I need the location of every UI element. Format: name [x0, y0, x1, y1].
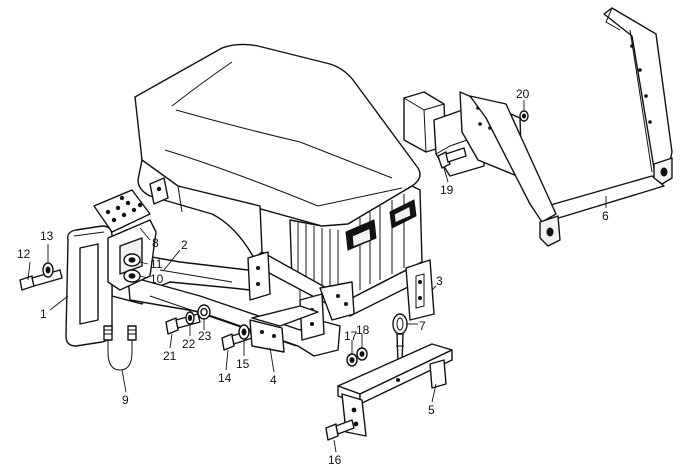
- callout-7: 7: [419, 319, 426, 333]
- callout-15: 15: [236, 357, 250, 371]
- nut-20: [519, 110, 529, 122]
- tractor-hood: [134, 43, 423, 317]
- bolt-19: [437, 147, 467, 169]
- lower-drawbar: [337, 343, 453, 437]
- callout-13: 13: [40, 229, 54, 243]
- leader-lines: [27, 100, 607, 453]
- rear-bracket: [405, 259, 435, 321]
- callout-11: 11: [150, 257, 163, 271]
- nut-18: [356, 347, 368, 361]
- bolt-12: [19, 269, 63, 291]
- callout-14: 14: [218, 371, 232, 385]
- callout-17: 17: [344, 329, 358, 343]
- callout-21: 21: [163, 349, 177, 363]
- callout-10: 10: [150, 272, 164, 286]
- nut-17: [346, 353, 358, 367]
- bolt-16: [325, 419, 355, 441]
- callout-1: 1: [40, 307, 47, 321]
- hitch-pin: [392, 313, 408, 363]
- nut-11: [123, 253, 141, 267]
- u-bolt: [103, 325, 137, 371]
- washer-22: [185, 311, 195, 325]
- callout-9: 9: [122, 393, 129, 407]
- washer-15: [238, 324, 250, 340]
- callout-2: 2: [181, 238, 188, 252]
- side-bracket: [249, 305, 319, 353]
- callout-5: 5: [428, 403, 435, 417]
- callout-16: 16: [328, 453, 342, 467]
- bolt-21: [165, 313, 201, 335]
- callout-6: 6: [602, 209, 609, 223]
- callout-22: 22: [182, 337, 196, 351]
- callout-19: 19: [440, 183, 454, 197]
- callout-18: 18: [356, 323, 370, 337]
- callout-3: 3: [436, 274, 443, 288]
- callout-labels: 1 2 3 4 5 6 7 8 9 10 11 12 13 14 15 16 1…: [17, 87, 609, 467]
- lift-frame: [469, 7, 673, 247]
- callout-12: 12: [17, 247, 31, 261]
- washer-13: [42, 262, 54, 278]
- callout-20: 20: [516, 87, 530, 101]
- callout-4: 4: [270, 373, 277, 387]
- washer-23: [197, 304, 211, 320]
- callout-23: 23: [198, 329, 212, 343]
- nut-10: [123, 269, 141, 283]
- callout-8: 8: [152, 236, 159, 250]
